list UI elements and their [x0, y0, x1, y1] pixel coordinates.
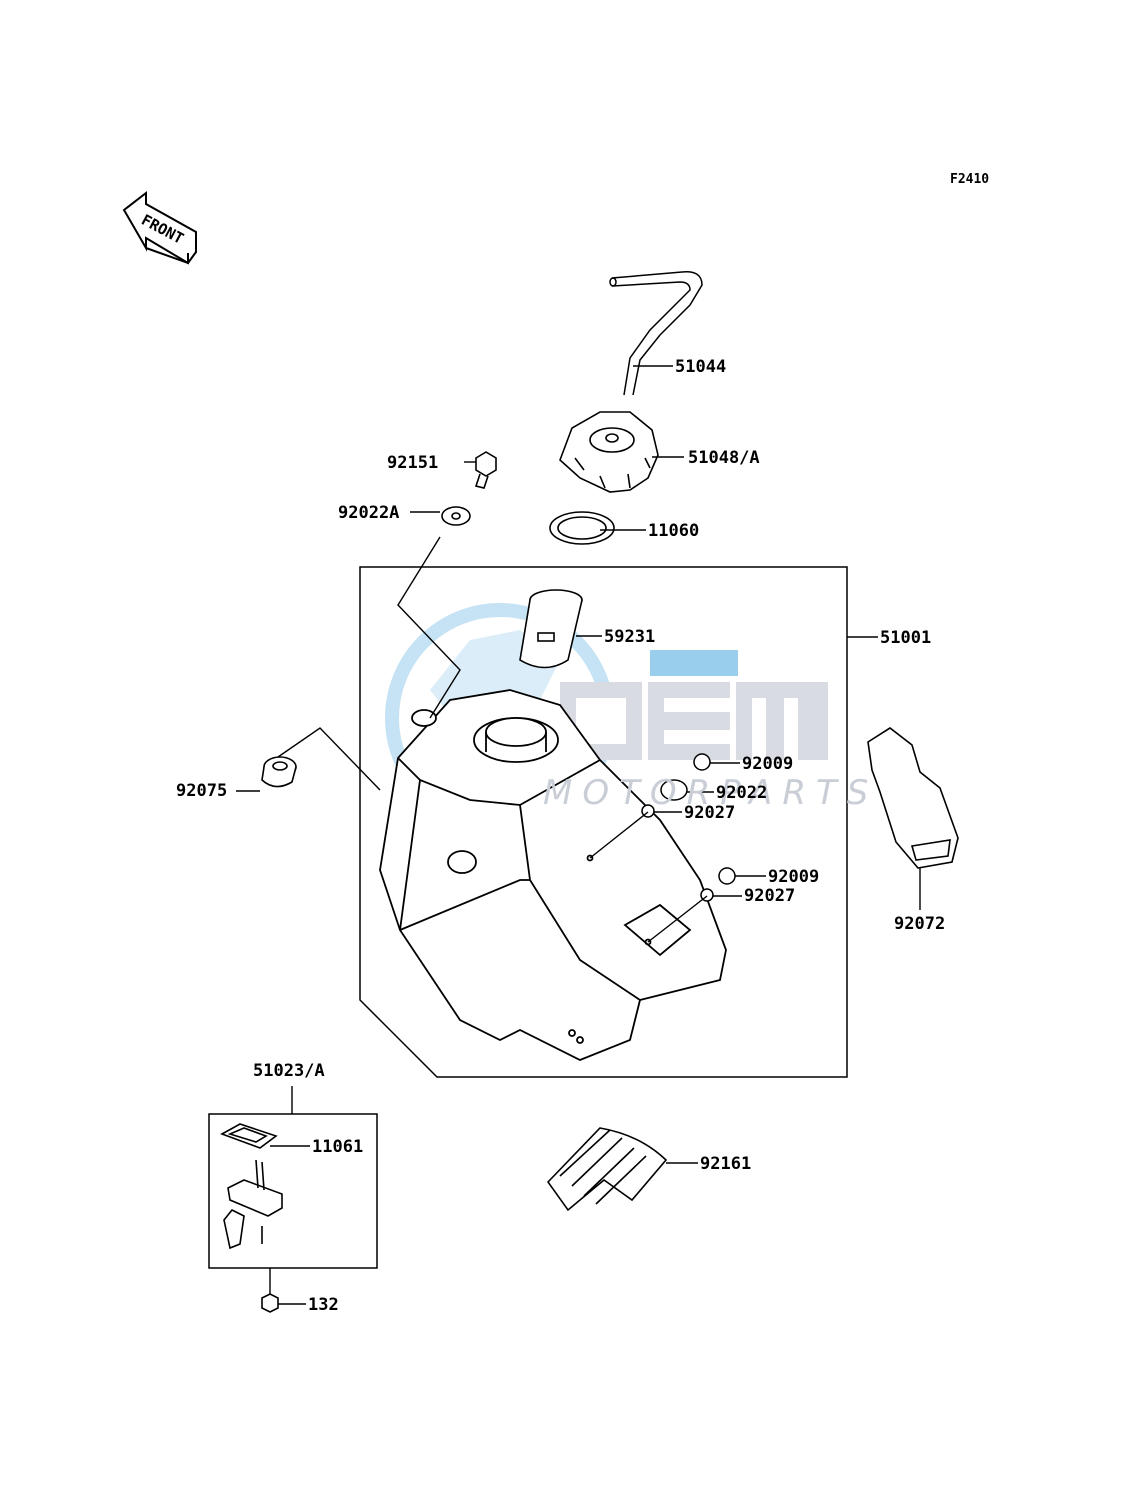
tank-group-bracket [359, 566, 848, 1078]
bolt [474, 451, 497, 489]
part-label-51023a[interactable]: 51023/A [253, 1061, 325, 1081]
part-label-92075[interactable]: 92075 [176, 781, 228, 801]
part-label-92022a[interactable]: 92022A [338, 503, 400, 523]
screw-small [261, 1293, 279, 1313]
part-label-92151[interactable]: 92151 [387, 453, 439, 473]
watermark-subtext: MOTORPARTS [543, 773, 879, 813]
part-label-132[interactable]: 132 [308, 1295, 339, 1315]
part-label-59231[interactable]: 59231 [604, 627, 656, 647]
screw-upper [693, 753, 711, 771]
washer [441, 506, 471, 526]
part-label-92009-lower[interactable]: 92009 [768, 867, 820, 887]
front-arrow-icon [122, 190, 197, 265]
part-label-11060[interactable]: 11060 [648, 521, 700, 541]
part-label-92009-upper[interactable]: 92009 [742, 754, 794, 774]
fuel-cap [559, 411, 659, 493]
part-label-51048a[interactable]: 51048/A [688, 448, 760, 468]
part-label-51044[interactable]: 51044 [675, 357, 727, 377]
part-label-92027-lower[interactable]: 92027 [744, 886, 796, 906]
part-label-92161[interactable]: 92161 [700, 1154, 752, 1174]
part-label-92027-upper[interactable]: 92027 [684, 803, 736, 823]
fuel-cock-box [208, 1113, 378, 1269]
part-label-92072[interactable]: 92072 [894, 914, 946, 934]
grommet [261, 756, 297, 788]
fuel-cock [220, 1123, 283, 1250]
leader-lines [236, 365, 921, 1305]
tank-strap [867, 727, 959, 869]
part-label-11061[interactable]: 11061 [312, 1137, 364, 1157]
figure-code: F2410 [950, 172, 990, 187]
rubber-cover [546, 1127, 668, 1212]
washer-mid [660, 779, 688, 801]
breather-hose [609, 271, 703, 396]
fuel-filter [519, 589, 583, 669]
screw-lower [718, 867, 736, 885]
cap-gasket [549, 511, 615, 545]
part-label-51001[interactable]: 51001 [880, 628, 932, 648]
part-label-92022[interactable]: 92022 [716, 783, 768, 803]
fuel-tank [379, 689, 727, 1061]
